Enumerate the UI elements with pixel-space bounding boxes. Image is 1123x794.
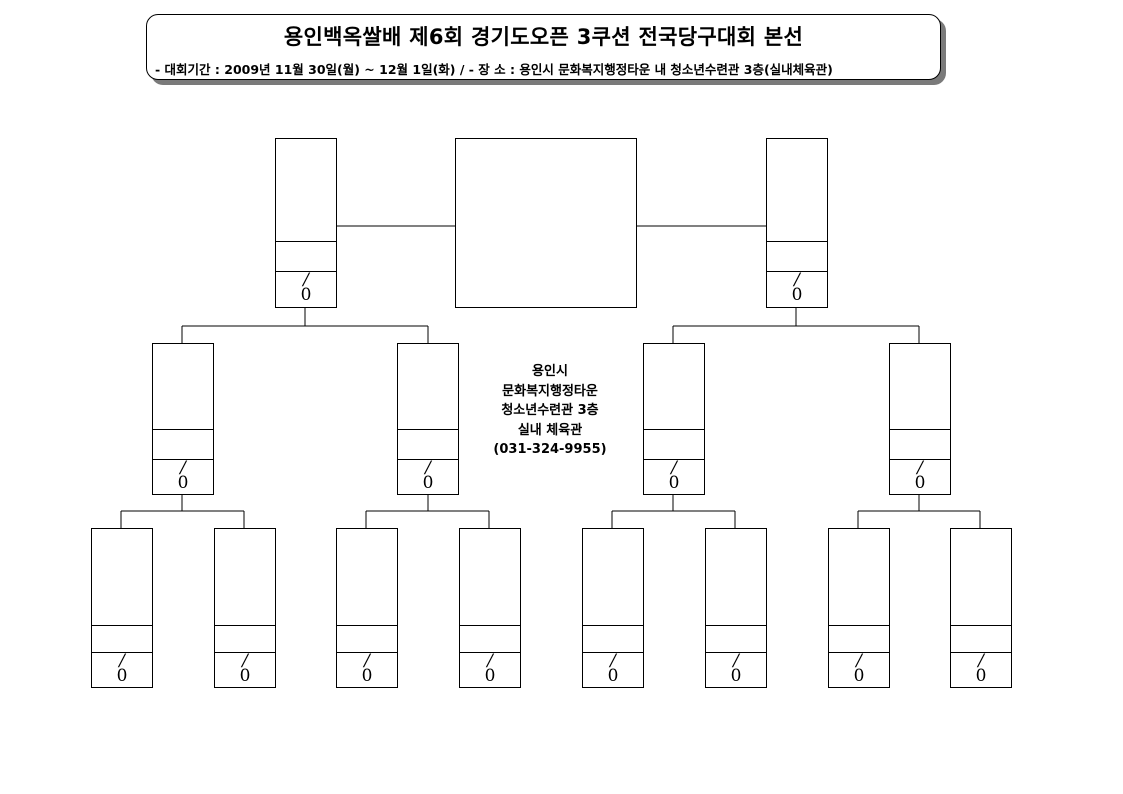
page-title: 용인백옥쌀배 제6회 경기도오픈 3쿠션 전국당구대회 본선 xyxy=(283,25,804,49)
score-area: /0 xyxy=(398,459,458,494)
player-name-area xyxy=(767,139,827,242)
score-slash: / xyxy=(487,651,493,671)
score-value: 0 xyxy=(239,666,251,686)
event-info: - 대회기간 : 2009년 11월 30일(월) ~ 12월 1일(화) / … xyxy=(155,62,833,77)
score-area: /0 xyxy=(583,652,643,687)
player-sub-area xyxy=(890,429,950,460)
quarterfinal-slot-1: /0 xyxy=(152,343,214,495)
score-slash: / xyxy=(303,270,309,290)
score-value: 0 xyxy=(791,285,803,305)
venue-city: 용인시 xyxy=(532,364,568,379)
semifinal-slot-left: /0 xyxy=(275,138,337,308)
score-area: /0 xyxy=(644,459,704,494)
venue-building: 청소년수련관 3층 xyxy=(501,403,599,418)
round16-slot-5: /0 xyxy=(582,528,644,688)
score-value: 0 xyxy=(300,285,312,305)
score-area: /0 xyxy=(706,652,766,687)
score-value: 0 xyxy=(116,666,128,686)
score-slash: / xyxy=(917,458,923,478)
score-area: /0 xyxy=(92,652,152,687)
final-match-box xyxy=(455,138,637,308)
player-name-area xyxy=(92,529,152,626)
quarterfinal-slot-4: /0 xyxy=(889,343,951,495)
score-area: /0 xyxy=(767,271,827,307)
score-value: 0 xyxy=(361,666,373,686)
quarterfinal-slot-3: /0 xyxy=(643,343,705,495)
player-sub-area xyxy=(829,625,889,653)
title-banner: 용인백옥쌀배 제6회 경기도오픈 3쿠션 전국당구대회 본선 - 대회기간 : … xyxy=(146,14,941,80)
player-name-area xyxy=(706,529,766,626)
score-area: /0 xyxy=(460,652,520,687)
player-name-area xyxy=(890,344,950,430)
score-value: 0 xyxy=(914,473,926,493)
semifinal-slot-right: /0 xyxy=(766,138,828,308)
score-slash: / xyxy=(794,270,800,290)
score-value: 0 xyxy=(177,473,189,493)
score-value: 0 xyxy=(853,666,865,686)
player-sub-area xyxy=(92,625,152,653)
score-area: /0 xyxy=(153,459,213,494)
player-sub-area xyxy=(767,241,827,272)
venue-phone: (031-324-9955) xyxy=(493,442,607,457)
score-area: /0 xyxy=(890,459,950,494)
score-value: 0 xyxy=(484,666,496,686)
player-sub-area xyxy=(951,625,1011,653)
player-sub-area xyxy=(276,241,336,272)
round16-slot-6: /0 xyxy=(705,528,767,688)
player-name-area xyxy=(829,529,889,626)
score-area: /0 xyxy=(337,652,397,687)
player-name-area xyxy=(276,139,336,242)
score-slash: / xyxy=(856,651,862,671)
round16-slot-1: /0 xyxy=(91,528,153,688)
score-area: /0 xyxy=(215,652,275,687)
player-sub-area xyxy=(460,625,520,653)
player-name-area xyxy=(583,529,643,626)
quarterfinal-slot-2: /0 xyxy=(397,343,459,495)
player-name-area xyxy=(951,529,1011,626)
score-slash: / xyxy=(119,651,125,671)
player-name-area xyxy=(215,529,275,626)
score-slash: / xyxy=(610,651,616,671)
round16-slot-3: /0 xyxy=(336,528,398,688)
round16-slot-4: /0 xyxy=(459,528,521,688)
score-value: 0 xyxy=(975,666,987,686)
player-sub-area xyxy=(337,625,397,653)
score-value: 0 xyxy=(730,666,742,686)
round16-slot-2: /0 xyxy=(214,528,276,688)
player-name-area xyxy=(337,529,397,626)
player-name-area xyxy=(153,344,213,430)
score-area: /0 xyxy=(276,271,336,307)
player-sub-area xyxy=(644,429,704,460)
score-area: /0 xyxy=(951,652,1011,687)
venue-complex: 문화복지행정타운 xyxy=(502,383,598,399)
player-sub-area xyxy=(706,625,766,653)
score-slash: / xyxy=(425,458,431,478)
round16-slot-7: /0 xyxy=(828,528,890,688)
player-name-area xyxy=(460,529,520,626)
player-sub-area xyxy=(583,625,643,653)
player-sub-area xyxy=(215,625,275,653)
score-area: /0 xyxy=(829,652,889,687)
venue-hall: 실내 체육관 xyxy=(517,422,583,438)
round16-slot-8: /0 xyxy=(950,528,1012,688)
score-slash: / xyxy=(364,651,370,671)
player-sub-area xyxy=(153,429,213,460)
player-name-area xyxy=(644,344,704,430)
player-name-area xyxy=(398,344,458,430)
score-slash: / xyxy=(242,651,248,671)
score-slash: / xyxy=(671,458,677,478)
score-value: 0 xyxy=(422,473,434,493)
score-slash: / xyxy=(978,651,984,671)
venue-info: 용인시 문화복지행정타운 청소년수련관 3층 실내 체육관 (031-324-9… xyxy=(470,362,630,460)
score-value: 0 xyxy=(668,473,680,493)
score-slash: / xyxy=(733,651,739,671)
score-slash: / xyxy=(180,458,186,478)
player-sub-area xyxy=(398,429,458,460)
score-value: 0 xyxy=(607,666,619,686)
